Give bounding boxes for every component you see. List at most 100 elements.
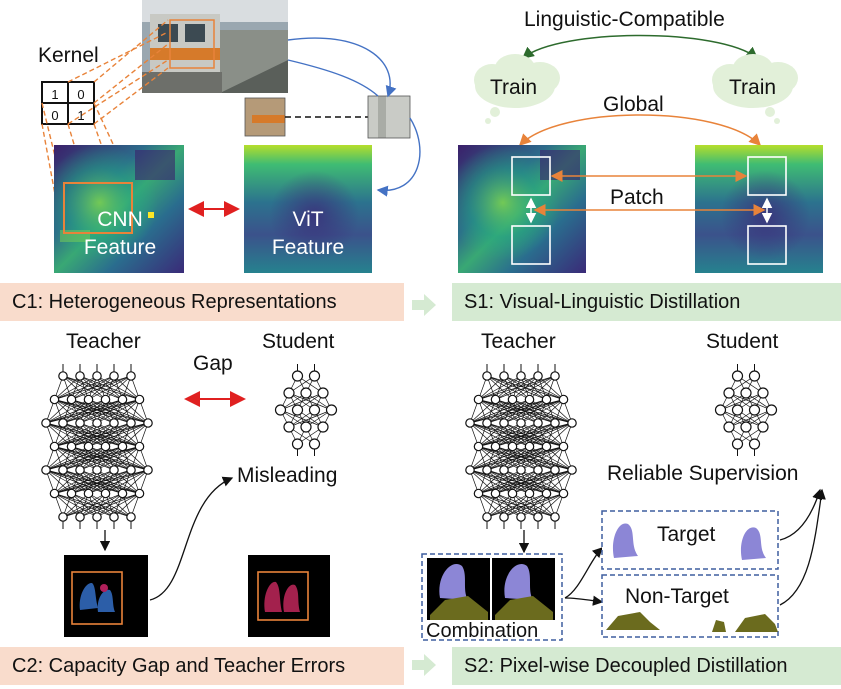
net-edge bbox=[478, 469, 556, 494]
net-node bbox=[507, 488, 518, 499]
linguistic-arc bbox=[521, 34, 759, 59]
net-edge bbox=[62, 493, 123, 518]
net-node bbox=[92, 418, 102, 428]
net-edge bbox=[486, 493, 530, 518]
net-node bbox=[731, 404, 744, 416]
net-edge bbox=[113, 399, 140, 424]
banner-arrow-top bbox=[412, 294, 436, 316]
s1-cnn-feature-map bbox=[458, 145, 586, 273]
net-node bbox=[83, 488, 94, 499]
net-node bbox=[524, 441, 535, 452]
train-cloud-left bbox=[474, 54, 560, 124]
net-edge bbox=[62, 446, 140, 471]
net-node bbox=[533, 512, 543, 522]
net-node bbox=[714, 404, 727, 416]
net-node bbox=[283, 387, 295, 399]
net-edge bbox=[469, 446, 513, 471]
net-edge bbox=[469, 399, 496, 424]
kernel-value-01: 0 bbox=[77, 87, 84, 102]
net-node bbox=[291, 404, 304, 416]
net-node bbox=[100, 394, 111, 405]
net-edge bbox=[88, 422, 149, 447]
train-cloud-right bbox=[712, 54, 798, 124]
net-node bbox=[274, 404, 287, 416]
net-edge bbox=[88, 375, 132, 400]
net-node bbox=[308, 404, 321, 416]
net-node bbox=[740, 421, 752, 433]
vit-patches bbox=[244, 95, 411, 139]
net-edge bbox=[486, 493, 513, 518]
global-label: Global bbox=[603, 93, 664, 116]
net-node bbox=[134, 394, 145, 405]
net-node bbox=[75, 512, 85, 522]
cnn-feature-map bbox=[54, 145, 184, 273]
net-node bbox=[482, 371, 492, 381]
net-node bbox=[541, 394, 552, 405]
net-node bbox=[41, 465, 51, 475]
banner-c1: C1: Heterogeneous Representations bbox=[0, 283, 404, 321]
s1-vit-feature-map bbox=[695, 145, 823, 273]
net-node bbox=[740, 387, 752, 399]
net-edge bbox=[469, 399, 530, 424]
net-node bbox=[490, 394, 501, 405]
net-edge bbox=[503, 446, 564, 471]
target-silhouettes bbox=[612, 523, 766, 560]
kernel-value-11: 1 bbox=[77, 108, 84, 123]
kernel-value-10: 0 bbox=[51, 108, 58, 123]
student-network-right bbox=[714, 364, 778, 456]
net-node bbox=[757, 387, 769, 399]
target-to-student-arrow bbox=[779, 488, 823, 541]
net-edge bbox=[54, 422, 98, 447]
net-node bbox=[482, 465, 492, 475]
net-edge bbox=[478, 422, 505, 447]
net-edge bbox=[62, 399, 140, 424]
nontarget-to-student-arrow bbox=[779, 488, 826, 606]
net-node bbox=[317, 421, 329, 433]
gap-label: Gap bbox=[193, 352, 233, 375]
net-edge bbox=[280, 392, 324, 411]
net-node bbox=[541, 488, 552, 499]
net-node bbox=[308, 438, 321, 450]
net-edge bbox=[105, 422, 149, 447]
net-node bbox=[507, 394, 518, 405]
net-node bbox=[83, 394, 94, 405]
net-node bbox=[490, 441, 501, 452]
net-node bbox=[300, 421, 312, 433]
net-edge bbox=[62, 493, 140, 518]
net-edge bbox=[495, 375, 556, 400]
net-node bbox=[66, 488, 77, 499]
net-node bbox=[92, 512, 102, 522]
cnn-feature-label-line2: Feature bbox=[84, 236, 156, 259]
net-node bbox=[134, 441, 145, 452]
net-edge bbox=[79, 493, 140, 518]
net-edge bbox=[486, 399, 564, 424]
net-edge bbox=[720, 392, 764, 411]
global-arc bbox=[518, 114, 762, 147]
ground-truth-mask bbox=[248, 555, 330, 637]
net-node bbox=[465, 465, 475, 475]
student-label-right: Student bbox=[706, 330, 779, 353]
net-node bbox=[75, 371, 85, 381]
net-edge bbox=[478, 375, 539, 400]
net-edge bbox=[478, 375, 505, 400]
teacher-error-mask bbox=[64, 555, 148, 637]
net-node bbox=[748, 438, 761, 450]
net-edge bbox=[478, 422, 539, 447]
net-node bbox=[490, 488, 501, 499]
net-edge bbox=[529, 469, 573, 494]
net-node bbox=[499, 512, 509, 522]
net-edge bbox=[478, 469, 539, 494]
net-node bbox=[567, 418, 577, 428]
vit-feature-map bbox=[244, 145, 372, 273]
net-edge bbox=[113, 493, 140, 518]
net-edge bbox=[546, 469, 573, 494]
net-edge bbox=[54, 469, 81, 494]
net-edge bbox=[62, 493, 89, 518]
teacher-network-right bbox=[465, 364, 577, 529]
net-edge bbox=[469, 399, 513, 424]
net-node bbox=[109, 465, 119, 475]
student-network-left bbox=[274, 364, 338, 456]
net-edge bbox=[54, 422, 81, 447]
net-node bbox=[550, 512, 560, 522]
